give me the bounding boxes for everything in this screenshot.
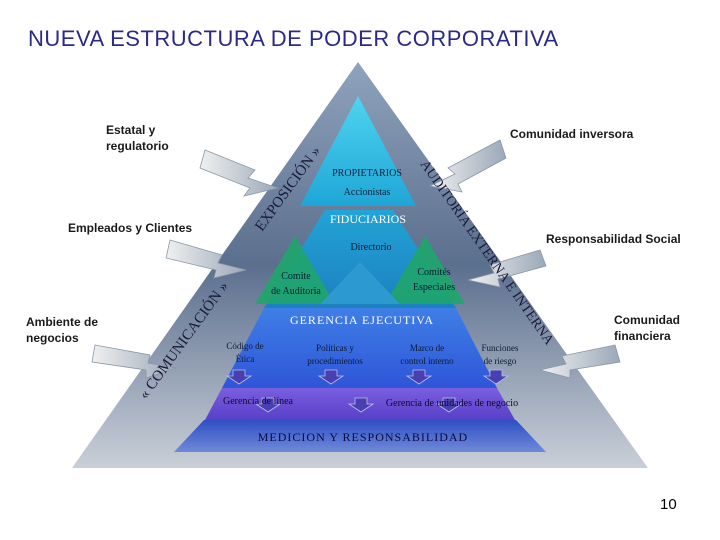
- down-arrow-icon: [435, 397, 463, 413]
- medicion-label: MEDICION Y RESPONSABILIDAD: [258, 430, 468, 444]
- estatal-line2: regulatorio: [106, 139, 169, 153]
- page-number: 10: [660, 496, 677, 513]
- gerencia-linea-label: Gerencia de línea: [223, 396, 294, 407]
- comites-especiales-triangle: [385, 236, 465, 304]
- ambiente-line1: Ambiente de: [26, 315, 98, 329]
- empleados-arrow-icon: [165, 239, 247, 279]
- fiduciarios-label: FIDUCIARIOS: [330, 212, 406, 226]
- comites-line1: Comités: [417, 267, 450, 278]
- medicion-band: [174, 420, 546, 452]
- estatal-line1: Estatal y: [106, 123, 156, 137]
- politicas-line2: procedimientos: [307, 356, 363, 366]
- down-arrow-icon: [405, 369, 433, 385]
- down-arrow-icon: [482, 369, 510, 385]
- down-arrow-icon: [254, 397, 282, 413]
- gerencia-unidades-label: Gerencia de unidades de negocio: [386, 398, 518, 409]
- down-arrow-icon: [347, 397, 375, 413]
- ambiente-arrow-icon: [91, 344, 177, 379]
- inversora-arrow-icon: [428, 139, 507, 193]
- gerencia-band: [222, 308, 497, 388]
- responsabilidad-social-label: Responsabilidad Social: [546, 232, 681, 246]
- ambiente-line2: negocios: [26, 331, 79, 345]
- estatal-arrow-icon: [199, 149, 280, 197]
- directorio-label: Directorio: [350, 242, 391, 253]
- social-arrow-icon: [467, 249, 547, 288]
- comunidad-inversora-label: Comunidad inversora: [510, 127, 634, 141]
- codigo-line1: Código de: [226, 341, 263, 351]
- down-arrow-icon: [225, 369, 253, 385]
- gerencia-ejecutiva-label: GERENCIA EJECUTIVA: [290, 313, 434, 327]
- marco-line2: control interno: [400, 356, 454, 366]
- pressure-arrows: [91, 139, 621, 379]
- propietarios-triangle: [300, 96, 416, 206]
- slide-title: NUEVA ESTRUCTURA DE PODER CORPORATIVA: [28, 26, 559, 51]
- comite-line2: de Auditoria: [271, 286, 321, 297]
- funciones-line1: Funciones: [482, 343, 519, 353]
- accionistas-label: Accionistas: [344, 187, 391, 198]
- politicas-line1: Políticas y: [316, 343, 354, 353]
- ejecutiva-triangle: [320, 262, 400, 304]
- marco-line1: Marco de: [410, 343, 444, 353]
- codigo-line2: Ética: [236, 354, 255, 364]
- comite-auditoria-triangle: [255, 236, 335, 304]
- funciones-line2: de riesgo: [484, 356, 517, 366]
- down-arrow-icon: [317, 369, 345, 385]
- financiera-arrow-icon: [539, 344, 621, 379]
- down-arrows: [225, 369, 510, 413]
- comite-line1: Comite: [281, 271, 311, 282]
- propietarios-label: PROPIETARIOS: [332, 168, 402, 179]
- financiera-line2: financiera: [614, 329, 671, 343]
- comites-line2: Especiales: [413, 282, 455, 293]
- empleados-clientes-label: Empleados y Clientes: [68, 221, 192, 235]
- financiera-line1: Comunidad: [614, 313, 680, 327]
